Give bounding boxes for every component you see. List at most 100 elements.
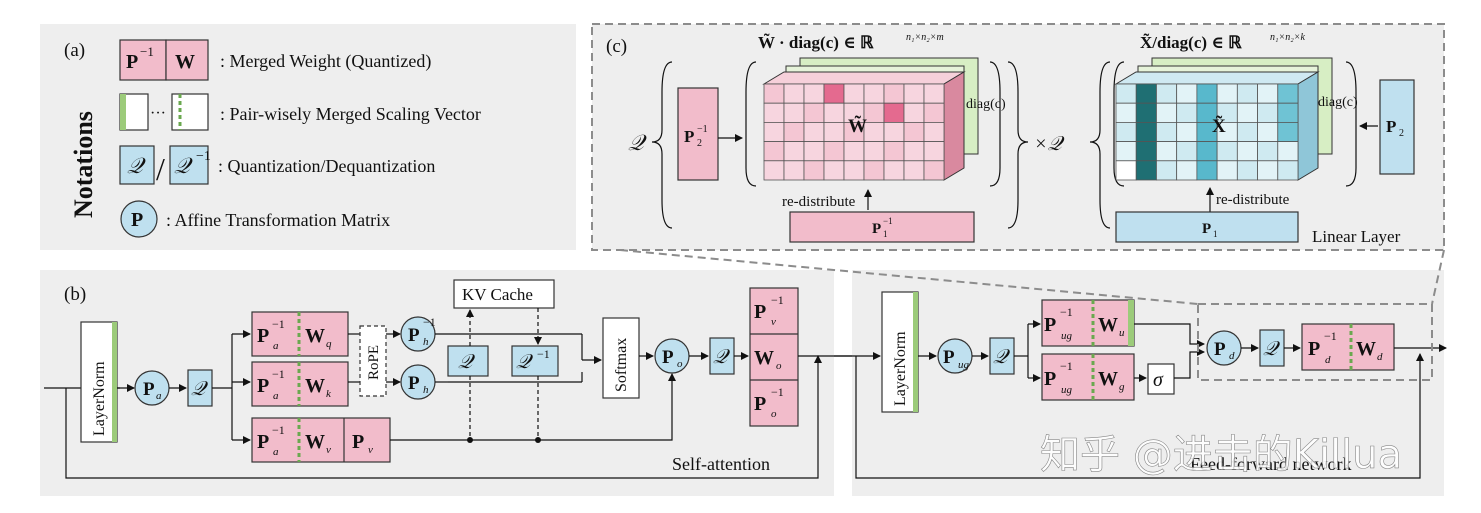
wk-w: W — [305, 375, 325, 397]
legend-q-box — [119, 145, 155, 185]
legend-affine-p: P — [131, 209, 143, 231]
wu-sub: u — [1119, 327, 1125, 339]
p2inv-sup: −1 — [697, 124, 708, 135]
stack-po-inv-sub: o — [771, 408, 777, 420]
wd-pd-inv-sub: d — [1325, 354, 1331, 366]
legend-label: (a) — [64, 40, 85, 61]
tensor-cell — [883, 141, 905, 162]
legend-scaling-box-right — [171, 93, 209, 131]
tensor-cell — [803, 122, 825, 143]
p2-symbol: P — [1386, 117, 1396, 136]
brace-left-outer — [651, 61, 673, 229]
self-attention-label: Self-attention — [672, 454, 770, 474]
tensor-cell — [1236, 141, 1258, 162]
kv-qinv-box — [511, 345, 559, 377]
tensor-cell — [1176, 102, 1198, 123]
tensor-cell — [823, 160, 845, 181]
ffn-residual — [855, 353, 1424, 479]
diag-right: diag(c) — [1318, 95, 1358, 110]
legend-slash: / — [156, 151, 165, 187]
stack-po-inv-sup: −1 — [771, 385, 784, 399]
tensor-cell — [1216, 160, 1238, 181]
tensor-cell — [783, 102, 805, 123]
stack-pv-inv-sup: −1 — [771, 293, 784, 307]
tensor-cell — [1156, 160, 1178, 181]
legend-qinv-symbol: 𝒬 — [174, 153, 193, 178]
tensor-cell — [1236, 160, 1258, 181]
tensor-cell — [843, 160, 865, 181]
tensor-cell — [863, 160, 885, 181]
attn-q-box — [709, 337, 735, 375]
tensor-cell — [1196, 83, 1218, 104]
legend-affine-desc: : Affine Transformation Matrix — [166, 210, 390, 230]
wv-block: P −1 a W v P v — [251, 417, 391, 463]
legend-merged-weight: P −1 W : Merged Weight (Quantized) — [119, 39, 431, 81]
brace-right-outer — [1007, 61, 1029, 229]
legend-scaling-vector: ··· : Pair-wisely Merged Scaling Vector — [119, 93, 481, 131]
tensor-cell — [763, 122, 785, 143]
tensor-cell — [923, 102, 945, 123]
tensor-cell — [1176, 83, 1198, 104]
paren-left-open — [745, 61, 757, 187]
brace-right-open — [1089, 61, 1111, 229]
w-grid — [763, 83, 945, 181]
legend-scaling-green-left — [120, 94, 126, 130]
tensor-cell — [1277, 102, 1299, 123]
x-tensor: X̃ diag(c) — [1114, 57, 1358, 181]
wd-rect — [1301, 323, 1395, 371]
q-symbol: 𝒬 — [191, 378, 209, 400]
diag-left: diag(c) — [966, 97, 1006, 112]
ffn-q-symbol: 𝒬 — [993, 346, 1011, 368]
legend-panel: (a) Notations P −1 W : Merged Weight (Qu… — [40, 24, 576, 250]
tensor-cell — [923, 122, 945, 143]
kv-cache-box — [453, 279, 555, 309]
residual-connection — [65, 355, 822, 479]
tensor-cell — [903, 160, 925, 181]
ffn-layernorm-green — [913, 292, 918, 412]
pd-sub: d — [1229, 350, 1235, 362]
wd-w: W — [1356, 338, 1376, 360]
w-side-face — [943, 71, 965, 181]
tensor-cell — [1257, 141, 1279, 162]
zoom-line-left — [619, 249, 1199, 305]
p1-sub: 1 — [1213, 229, 1218, 239]
wu-block: P −1 ug W u — [1041, 299, 1135, 347]
output-proj-stack: P −1 v W o P −1 o — [749, 287, 799, 427]
tensor-cell — [783, 122, 805, 143]
layernorm-box — [80, 321, 118, 443]
wv-w: W — [305, 431, 325, 453]
tensor-cell — [783, 83, 805, 104]
w-tensor: W̃ diag(c) — [762, 57, 1006, 181]
wk-pa-inv-sup: −1 — [272, 367, 285, 381]
wq-pa-inv: P — [257, 325, 269, 347]
pa-sub: a — [156, 390, 162, 402]
softmax-label: Softmax — [613, 338, 630, 392]
paren-right-close — [1345, 61, 1357, 187]
wd-pd-inv-sup: −1 — [1324, 329, 1337, 343]
wq-w: W — [305, 325, 325, 347]
tensor-cell — [1156, 102, 1178, 123]
q-left: 𝒬 — [628, 130, 647, 155]
ffn-panel: LayerNorm P ug 𝒬 P −1 ug W u P −1 ug — [834, 270, 1447, 496]
tensor-cell — [1135, 83, 1157, 104]
ffn-label: Feed-forward network — [1190, 454, 1351, 474]
tensor-cell — [1135, 160, 1157, 181]
ph-sub: h — [423, 384, 429, 396]
tensor-cell — [1277, 160, 1299, 181]
ffn-layernorm-label: LayerNorm — [892, 331, 909, 406]
wv-pa-inv-sup: −1 — [272, 423, 285, 437]
wv-pa-inv: P — [257, 431, 269, 453]
legend-p-sup: −1 — [140, 44, 154, 59]
pug-sub: ug — [958, 359, 970, 371]
tensor-cell — [1135, 102, 1157, 123]
p2inv-symbol: P — [684, 127, 694, 146]
tensor-cell — [1257, 83, 1279, 104]
wk-pa-inv-sub: a — [273, 390, 279, 402]
tensor-cell — [1236, 102, 1258, 123]
tensor-cell — [1115, 122, 1137, 143]
tensor-cell — [763, 141, 785, 162]
tensor-cell — [823, 83, 845, 104]
panel-c: (c) W̃ · diag(c) ∈ ℝ n₁×n₂×m X̃/diag(c) … — [591, 23, 1445, 305]
